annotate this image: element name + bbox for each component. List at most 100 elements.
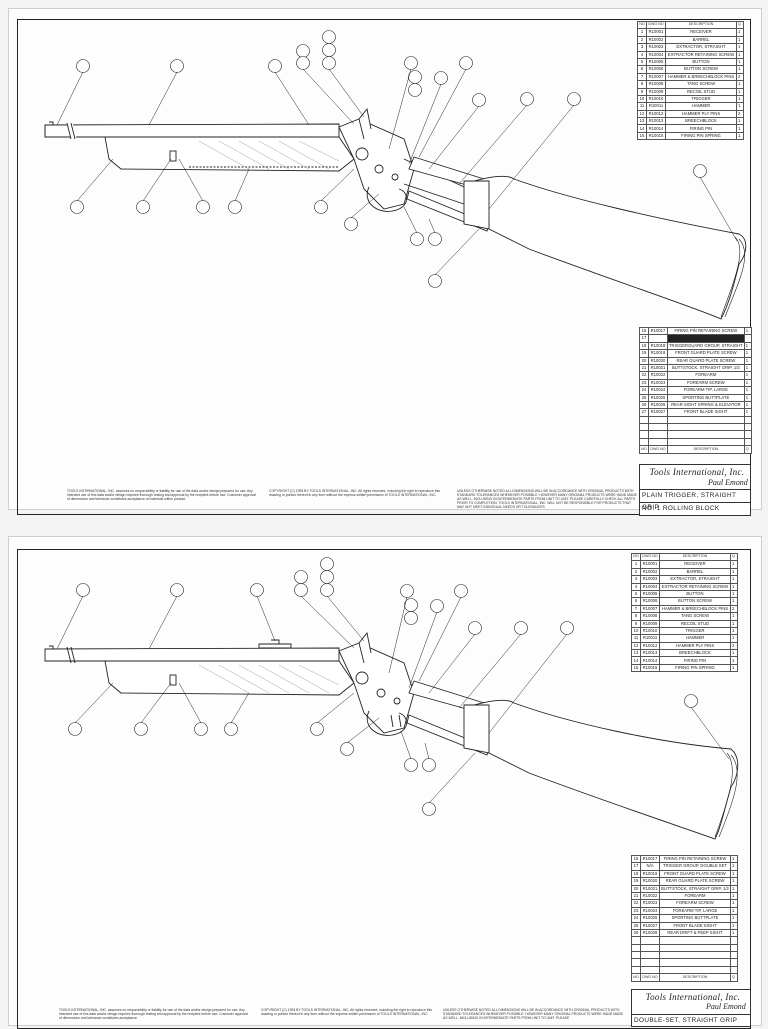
quantity: 1 <box>736 28 744 37</box>
part-description: FRONT BLADE SIGHT <box>667 408 745 417</box>
disclaimer-text: TOOLS INTERNATIONAL, INC. assumes no res… <box>67 489 256 501</box>
part-description: FRONT BLADE SIGHT <box>659 921 731 930</box>
drawing-number: R10018 <box>648 341 668 351</box>
title-block: Tools International, Inc. Paul Emond DOU… <box>631 989 751 1027</box>
part-number: 15 <box>637 131 647 141</box>
part-description: FOREARM <box>659 891 731 901</box>
quantity: 1 <box>743 371 752 380</box>
copyright-text: COPYRIGHT (C) 1993 BY TOOLS INTERNATIONA… <box>261 1008 432 1016</box>
part-number: 27 <box>639 408 649 417</box>
drawing-number: R10003 <box>640 575 660 584</box>
copyright-text: COPYRIGHT (C) 1993 BY TOOLS INTERNATIONA… <box>269 489 440 497</box>
quantity: 1 <box>736 124 744 133</box>
part-number: 16 <box>631 854 641 864</box>
part-description: BUTTSTOCK, STRAIGHT GRIP, 1/2 <box>667 363 745 373</box>
part-number: 26 <box>639 400 649 410</box>
company-name: Tools International, Inc. <box>649 467 745 477</box>
quantity: 2 <box>736 109 744 119</box>
part-description: FOREARM SCREW <box>667 378 745 388</box>
col-no: NO <box>637 20 647 30</box>
quantity: 1 <box>730 928 738 938</box>
col-dwg-no: DWG NO <box>640 973 660 982</box>
quantity: 1 <box>743 341 752 351</box>
quantity: 1 <box>730 567 738 577</box>
drawing-number: R10005 <box>646 57 666 67</box>
part-description: BUTTON SCREW <box>665 65 737 74</box>
rear-peep-sight <box>258 643 292 649</box>
col-description: DESCRIPTION <box>659 552 731 562</box>
quantity: 1 <box>736 87 744 96</box>
drawing-number: R10026 <box>648 400 668 410</box>
drawing-title: PLAIN TRIGGER, STRAIGHT GRIP <box>640 489 750 511</box>
part-number: 17 <box>631 862 641 871</box>
part-description: FIRING PIN <box>659 656 731 665</box>
part-number: 18 <box>631 869 641 879</box>
part-number: 5 <box>631 589 641 599</box>
trigger-guard <box>366 710 407 736</box>
part-number: 14 <box>631 656 641 665</box>
part-number: 6 <box>631 597 641 606</box>
part-description: RECOIL STUD <box>665 87 737 96</box>
part-description: TANG SCREW <box>659 612 731 621</box>
part-description: FOREARM TIP, LARGE <box>659 906 731 916</box>
part-number: 13 <box>631 649 641 658</box>
part-number: 7 <box>631 604 641 614</box>
drawing-number: R10002 <box>640 567 660 577</box>
part-description: BARREL <box>665 35 737 45</box>
quantity: 1 <box>730 560 738 569</box>
col-qty: Q <box>736 20 744 30</box>
col-qty: Q <box>743 445 752 454</box>
quantity: 1 <box>736 35 744 45</box>
part-number: 19 <box>631 877 641 886</box>
drawing-number: R10014 <box>640 656 660 665</box>
part-number: 13 <box>637 117 647 126</box>
drawing-number: R10014 <box>646 124 666 133</box>
part-number: 6 <box>637 65 647 74</box>
part-number: 10 <box>631 626 641 636</box>
quantity: 1 <box>730 663 738 673</box>
forearm <box>104 660 355 696</box>
quantity: 1 <box>743 408 752 417</box>
part-description: HAMMER & BREECHBLOCK PINS <box>665 72 737 82</box>
quantity: 1 <box>730 884 738 893</box>
col-dwg-no: DWG NO <box>640 552 660 562</box>
drawing-number: R10027 <box>648 408 668 417</box>
quantity: 1 <box>730 649 738 658</box>
quantity: 1 <box>736 117 744 126</box>
drawing-number: R10007 <box>640 604 660 614</box>
part-number: 24 <box>639 386 649 395</box>
part-description: BUTTSTOCK, STRAIGHT GRIP, 1/2 <box>659 884 731 893</box>
quantity: 1 <box>743 356 752 365</box>
quantity: 1 <box>736 102 744 111</box>
part-number: 1 <box>631 560 641 569</box>
drawing-number: R10024 <box>640 906 660 916</box>
buttstock <box>473 175 747 320</box>
part-description: EXTRACTOR RETAINING SCREW <box>659 582 731 591</box>
drawing-number: R10006 <box>646 65 666 74</box>
part-description: EXTRACTOR RETAINING SCREW <box>665 50 737 59</box>
col-dwg-no: DWG NO <box>648 445 668 454</box>
part-description: FIRING PIN SPRING <box>659 663 731 673</box>
col-no: NO <box>631 552 641 562</box>
quantity: 1 <box>743 349 752 358</box>
part-description: HAMMER & BREECHBLOCK PINS <box>659 604 731 614</box>
col-qty: Q <box>730 973 738 982</box>
part-description: FRONT GUARD PLATE SCREW <box>667 349 745 358</box>
part-description: FOREARM <box>667 371 745 380</box>
quantity: 1 <box>730 891 738 901</box>
